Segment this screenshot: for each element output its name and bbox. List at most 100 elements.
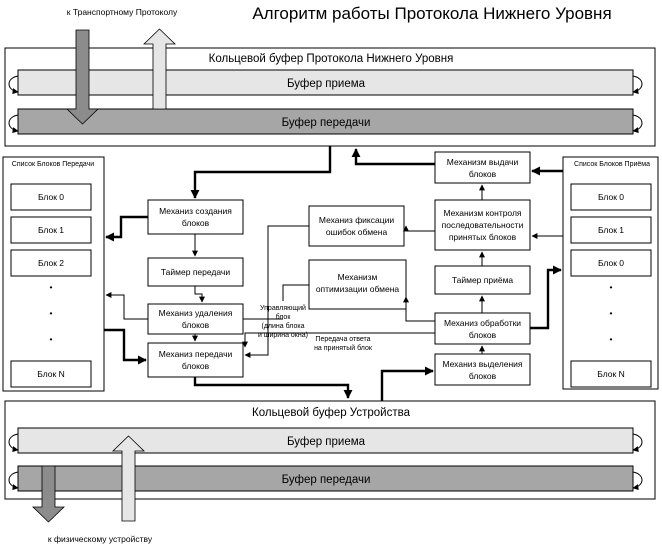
flow-transmit-to-device — [193, 377, 353, 399]
mechanism-sequence-control: Механизм контроля последовательности приня… — [434, 199, 531, 251]
mechanism-optimize-line-1: Механизм — [338, 272, 378, 282]
top-tx-label: Буфер передачи — [282, 117, 371, 129]
mechanism-transmit-line-2: блоков — [182, 361, 210, 371]
mechanism-optimize: Механизм оптимизации обмена — [308, 259, 407, 310]
mechanism-process-blocks: Механиз обработки блоков — [434, 312, 531, 345]
mechanism-error-fix-line-2: ошибок обмена — [326, 227, 388, 237]
top-tx-buffer — [17, 108, 634, 135]
tx-block-0 — [10, 183, 92, 211]
bottom-rx-label: Буфер приема — [287, 436, 366, 448]
rx-block-label: Блок 0 — [598, 258, 624, 268]
mechanism-seq-line-1: Механизм контроля — [443, 208, 521, 218]
mechanism-delete-line-2: блоков — [182, 320, 210, 330]
mechanism-seq-line-3: принятых блоков — [449, 232, 517, 242]
mechanism-issue-blocks: Механизм выдачи блоков — [434, 151, 531, 184]
rx-ellipsis-dot: • — [610, 308, 613, 318]
mechanism-error-fix-line-1: Механиз фиксации — [319, 215, 394, 225]
tx-ellipsis-dot: • — [50, 334, 53, 344]
mechanism-optimize-line-2: оптимизации обмена — [316, 284, 400, 294]
rx-block-label: Блок 1 — [598, 225, 624, 235]
mechanism-process-line-2: блоков — [469, 330, 497, 340]
flow-issue-to-rx-buffer — [351, 148, 435, 166]
flow-device-to-extract — [380, 366, 434, 401]
tx-list-title: Список Блоков Передачи — [12, 161, 95, 168]
flow-tx-list-to-transmit — [104, 328, 147, 365]
bottom-tx-buffer — [17, 465, 634, 492]
mechanism-seq-line-2: последовательности — [442, 220, 524, 230]
annotation-control-line-3: (длина блока — [262, 322, 305, 330]
mechanism-process-line-1: Механиз обработки — [444, 318, 521, 328]
svg-text:Таймер приёма: Таймер приёма — [452, 275, 514, 285]
rx-block-2 — [570, 249, 652, 277]
mechanism-extract-line-2: блоков — [469, 371, 497, 381]
mechanism-create-line-2: блоков — [182, 218, 210, 228]
flow-process-to-transmit — [242, 332, 435, 348]
tx-block-label: Блок 0 — [38, 192, 64, 202]
flow-delete-to-tx-list — [105, 292, 148, 320]
mechanism-tx-timer: Таймер передачи — [147, 257, 244, 287]
to-physical-label: к физическому устройству — [48, 534, 153, 544]
rx-block-0 — [570, 183, 652, 211]
tx-block-label: Блок 1 — [38, 225, 64, 235]
rx-block-1 — [570, 216, 652, 244]
annotation-control-line-1: Управляющий — [260, 304, 306, 312]
arrow-up-from-physical — [112, 435, 145, 522]
flow-tx-buffer-to-create — [190, 146, 332, 199]
arrow-up-to-transport — [143, 28, 176, 110]
tx-ellipsis-dot: • — [50, 308, 53, 318]
tx-block-1 — [10, 216, 92, 244]
bottom-ring-title: Кольцевой буфер Устройства — [252, 407, 411, 419]
mechanism-issue-line-1: Механизм выдачи — [447, 157, 519, 167]
mechanism-rx-timer: Таймер приёма — [434, 265, 531, 295]
tx-block-list: Список Блоков Передачи Блок 0 Блок 1 Блок … — [2, 156, 105, 392]
rx-list-title: Список Блоков Приёма — [574, 161, 650, 168]
to-transport-label: к Транспортному Протоколу — [67, 7, 178, 17]
svg-text:Таймер передачи: Таймер передачи — [161, 267, 230, 277]
bottom-tx-label: Буфер передачи — [282, 474, 371, 486]
flow-process-to-optimize — [403, 296, 435, 322]
tx-ellipsis-dot: • — [50, 282, 53, 292]
rx-block-label: Блок N — [597, 369, 624, 379]
annotation-control-line-4: и ширина окна) — [258, 332, 308, 339]
mechanism-rx-timer-line-1: Таймер приёма — [452, 275, 514, 285]
mechanism-error-fix: Механиз фиксации ошибок обмена — [308, 205, 405, 247]
flow-create-to-tx-list — [105, 215, 148, 242]
annotation-control-line-2: блок — [276, 313, 292, 321]
arrow-down-to-physical — [32, 465, 65, 523]
tx-block-6 — [10, 360, 92, 388]
flow-process-to-rx-list — [530, 265, 562, 330]
mechanism-transmit-blocks: Механиз передачи блоков — [147, 342, 244, 378]
diagram-title: Алгоритм работы Протокола Нижнего Уровня — [252, 4, 611, 23]
mechanism-issue-line-2: блоков — [469, 169, 497, 179]
annotation-reply-line-1: Передача ответа — [315, 336, 370, 343]
rx-ellipsis-dot: • — [610, 282, 613, 292]
annotation-reply-line-2: на принятый блок — [314, 344, 373, 352]
tx-block-label: Блок 2 — [38, 258, 64, 268]
top-ring-title: Кольцевой буфер Протокола Нижнего Уровня — [209, 53, 454, 65]
tx-block-2 — [10, 249, 92, 277]
mechanism-transmit-line-1: Механиз передачи — [159, 349, 233, 359]
top-rx-buffer — [17, 69, 634, 96]
flow-timer-to-delete — [194, 286, 205, 303]
arrow-down-from-transport — [66, 29, 99, 125]
rx-block-6 — [570, 360, 652, 388]
tx-block-label: Блок N — [37, 369, 64, 379]
bottom-ring-buffer: Кольцевой буфер Устройства Буфер приема … — [4, 400, 656, 500]
flow-seq-to-error-fix — [403, 225, 435, 232]
rx-ellipsis-dot: • — [610, 334, 613, 344]
